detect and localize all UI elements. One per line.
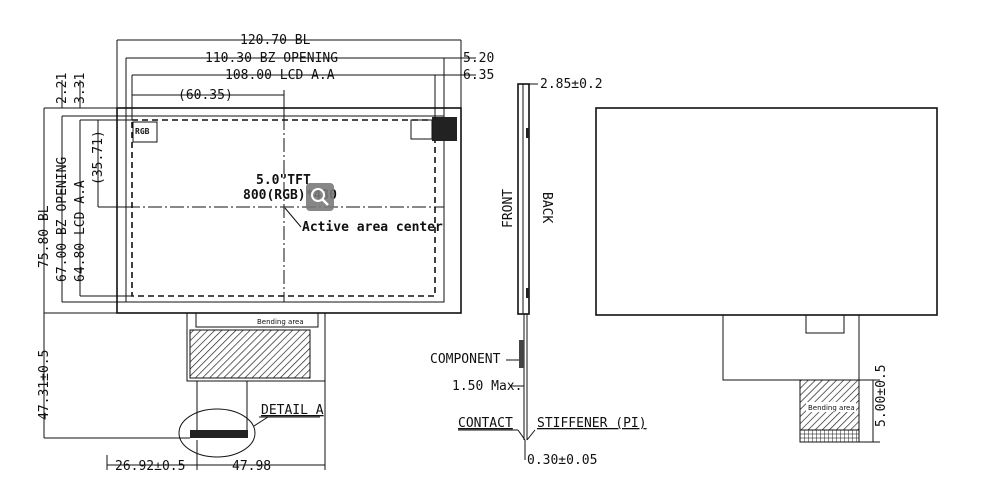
dim-fpc-offset: 26.92±0.5	[115, 459, 185, 474]
dim-contact-thickness: 0.30±0.05	[527, 453, 597, 468]
dim-height-bz: 67.00 BZ OPENING	[55, 157, 70, 282]
fpc-components	[189, 329, 311, 379]
dim-offset-right-bz: 5.20	[463, 51, 494, 66]
rgb-box	[132, 121, 158, 143]
dim-bending-length: 5.00±0.5	[874, 364, 889, 427]
detail-a-label: DETAIL A	[261, 403, 324, 418]
rgb-label: RGB	[135, 127, 150, 136]
bezel-opening	[125, 115, 445, 303]
dim-offset-top-lcd: 3.31	[73, 73, 88, 104]
active-center-label: Active area center	[302, 220, 443, 235]
dim-offset-top-bz: 2.21	[55, 73, 70, 104]
magnifier-icon[interactable]	[306, 183, 334, 211]
connector-notch	[410, 119, 433, 140]
back-contacts	[799, 429, 860, 443]
back-view: Bending area 5.00±0.5	[595, 107, 938, 443]
bending-area-front-label: Bending area	[257, 318, 304, 326]
dim-fpc-width: 47.98	[232, 459, 271, 474]
back-fpc	[722, 314, 860, 381]
dim-thickness: 2.85±0.2	[540, 77, 603, 92]
dim-width-lcd: 108.00 LCD A.A	[225, 68, 335, 83]
dim-offset-right-lcd: 6.35	[463, 68, 494, 83]
bending-area-back-label: Bending area	[808, 404, 855, 412]
side-view: 2.85±0.2 FRONT BACK COMPONENT 1.50 Max. …	[430, 77, 647, 468]
back-label: BACK	[539, 192, 554, 223]
side-component	[519, 340, 524, 368]
fpc-stiffener	[195, 312, 319, 328]
back-outline	[595, 107, 938, 316]
front-view: RGB 5.0"TFT 800(RGB)*480 Active area cen…	[37, 33, 494, 474]
backlight-outline	[116, 107, 462, 314]
panel-size-label: 5.0"TFT	[256, 173, 311, 188]
detail-a-circle	[178, 408, 256, 458]
stiffener-label: STIFFENER (PI)	[537, 416, 647, 431]
dim-height-lcd: 64.80 LCD A.A	[73, 180, 88, 282]
connector-block	[432, 117, 457, 141]
fpc-contacts	[190, 430, 248, 438]
front-label: FRONT	[501, 189, 516, 228]
dim-offset-center-v: (35.71)	[91, 130, 106, 185]
active-center-leader	[284, 207, 302, 228]
dim-offset-left-lcd: (60.35)	[178, 88, 233, 103]
dim-fpc-length: 47.31±0.5	[37, 350, 52, 420]
dim-width-bz: 110.30 BZ OPENING	[205, 51, 338, 66]
dim-width-bl: 120.70 BL	[240, 33, 311, 48]
dim-component-max: 1.50 Max.	[452, 379, 522, 394]
contact-label: CONTACT	[458, 416, 513, 431]
dim-height-bl: 75.80 BL	[37, 205, 52, 268]
component-label: COMPONENT	[430, 352, 501, 367]
